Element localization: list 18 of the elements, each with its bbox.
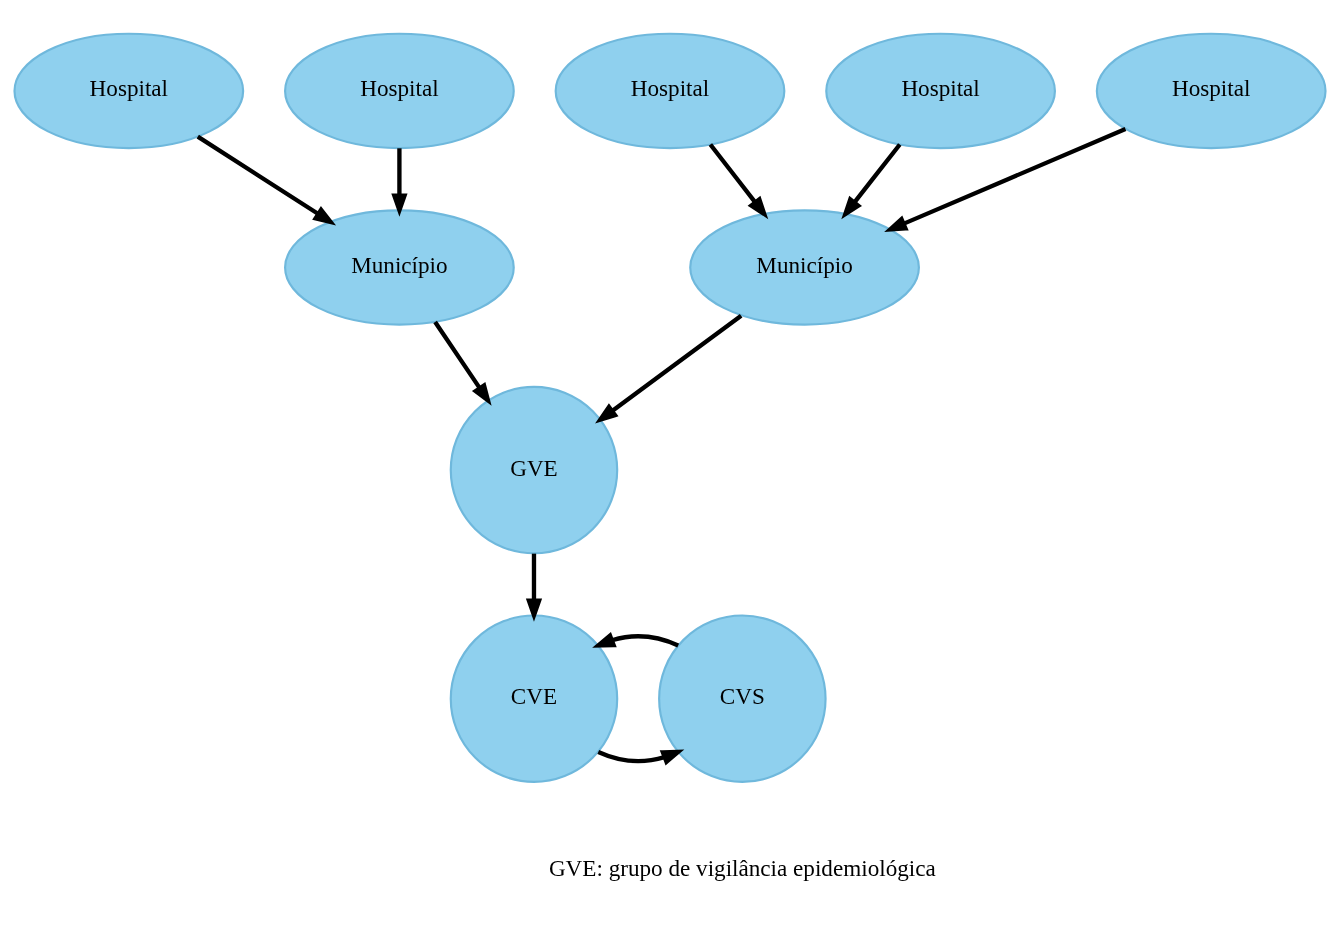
label: GVE: grupo de vigilância epidemiológica	[548, 854, 936, 881]
node-ellipse: Hospital	[284, 32, 515, 150]
arrow	[841, 143, 902, 220]
arrow	[196, 134, 337, 226]
arrow	[525, 553, 543, 622]
arrow	[597, 749, 685, 766]
node-ellipse: Município	[689, 209, 920, 326]
node-ellipse: Hospital	[554, 32, 786, 150]
arrow	[592, 631, 680, 648]
node-ellipse: Hospital	[13, 32, 245, 150]
arrow	[391, 148, 408, 217]
arrow	[708, 143, 769, 220]
node-ellipse: Município	[284, 209, 515, 326]
arrow	[433, 320, 492, 406]
arrow	[595, 314, 743, 424]
node-ellipse: Hospital	[825, 32, 1056, 150]
arrow	[884, 127, 1127, 233]
node-ellipse: Hospital	[1095, 32, 1327, 150]
